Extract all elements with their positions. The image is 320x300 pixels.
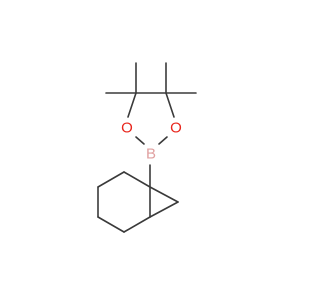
bond-c5-o2 bbox=[165, 92, 175, 118]
oxygen-atom-label: O bbox=[121, 120, 133, 137]
bond-o2-b bbox=[158, 136, 168, 145]
atom-labels: O O B bbox=[121, 120, 182, 163]
bond-c1-c2 bbox=[123, 171, 151, 188]
bond-c6-c7 bbox=[149, 201, 179, 218]
bond-c4-o1 bbox=[127, 92, 137, 118]
bond-c4ring-c5ring bbox=[97, 216, 125, 233]
molecule-structure: O O B bbox=[97, 62, 197, 233]
bonds bbox=[97, 62, 197, 233]
bond-c5ring-c6 bbox=[123, 216, 151, 233]
oxygen-atom-label: O bbox=[170, 120, 182, 137]
bond-c1-c7 bbox=[149, 186, 179, 203]
bond-o1-b bbox=[135, 136, 145, 145]
bond-c2-c3 bbox=[97, 171, 125, 188]
boron-atom-label: B bbox=[146, 146, 156, 163]
